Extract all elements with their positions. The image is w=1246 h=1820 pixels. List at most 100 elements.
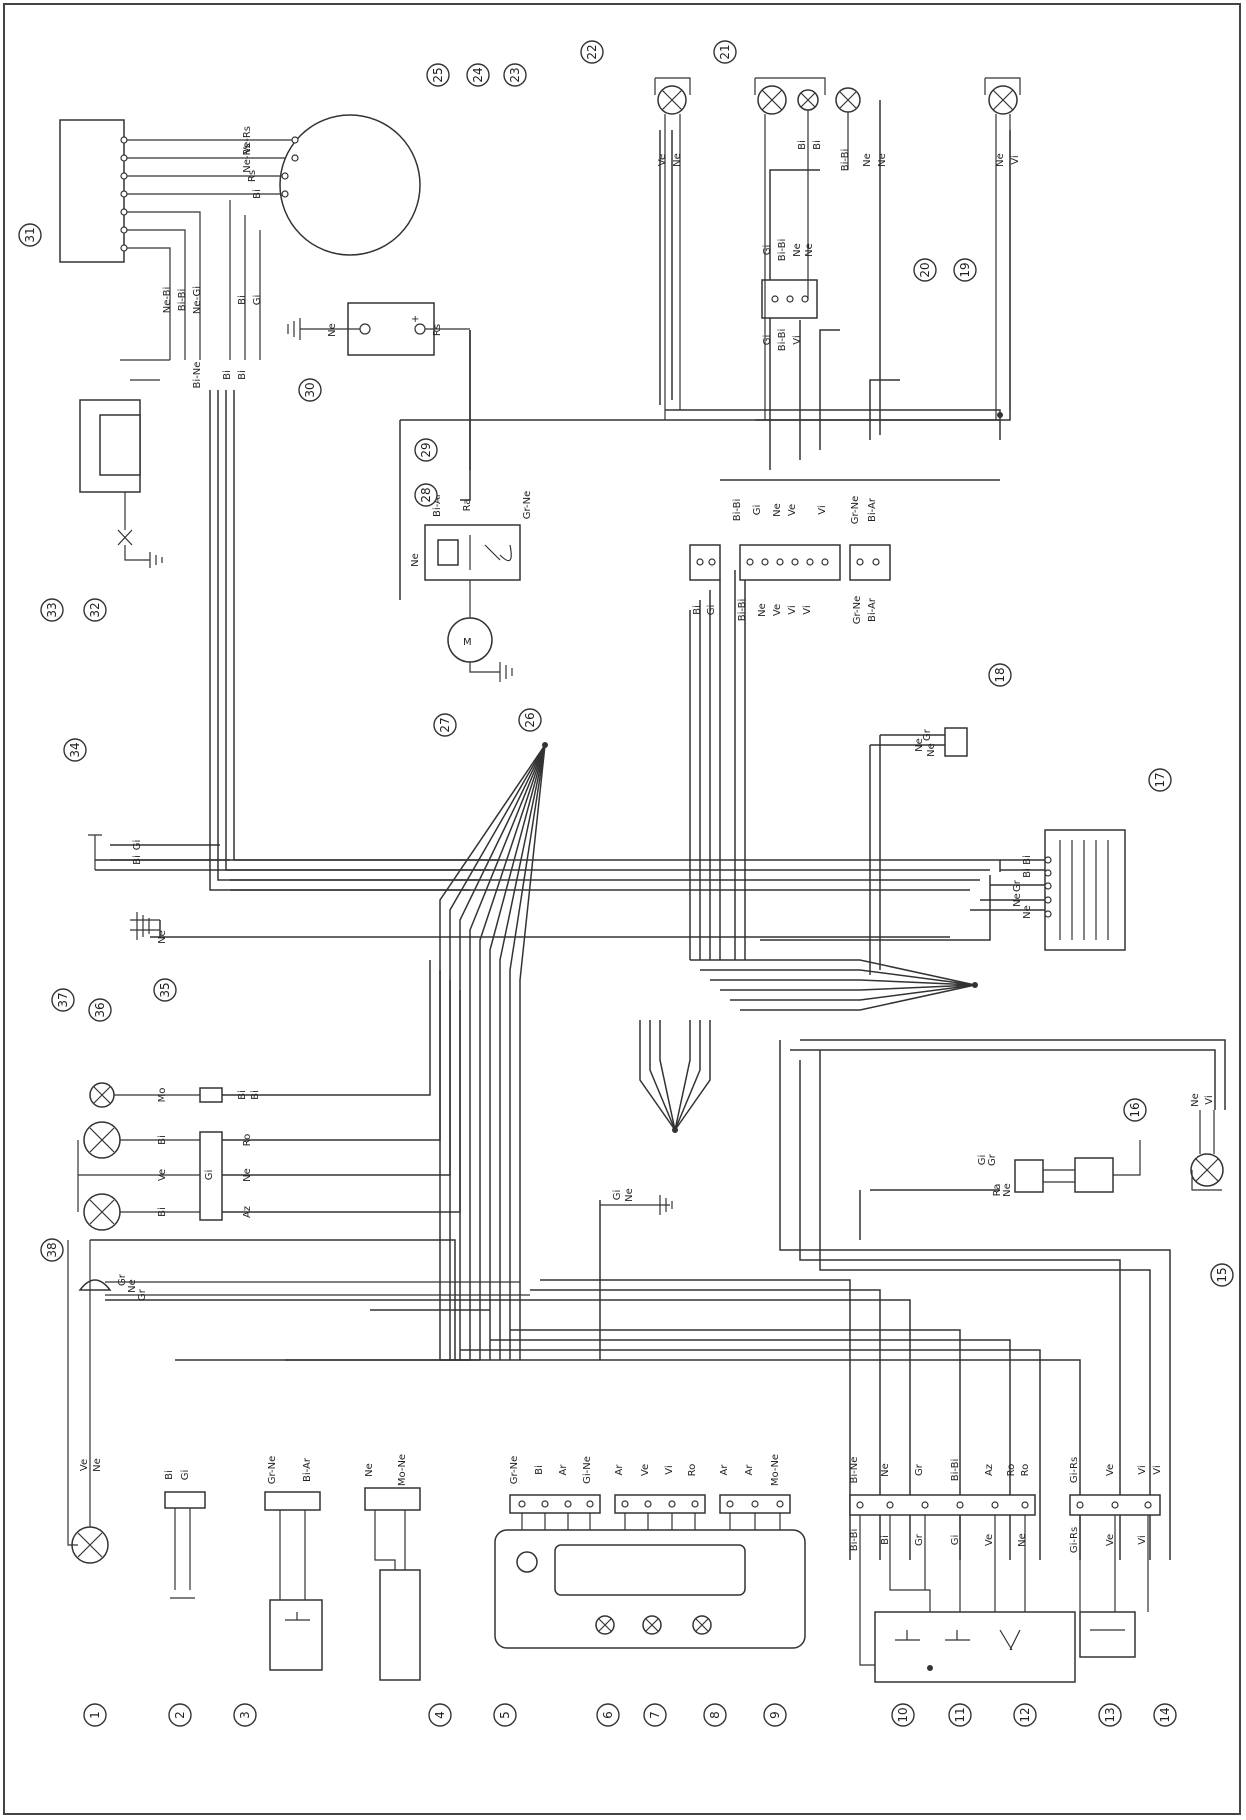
wire-label: Vi xyxy=(1137,1465,1148,1474)
callout-37: 37 xyxy=(51,988,75,1012)
top-lamp-frames xyxy=(654,77,1021,95)
cdi-terminals xyxy=(120,136,128,252)
central-connector-c xyxy=(849,544,891,581)
switch-cluster-leads xyxy=(859,1515,1149,1666)
wire-label: Ve xyxy=(984,1534,995,1546)
callout-32: 32 xyxy=(83,598,107,622)
wire-label: Vi xyxy=(792,335,803,344)
callout-16: 16 xyxy=(1123,1098,1147,1122)
wire-label: Gr-Ne xyxy=(852,596,863,624)
wire-label: Ve-Rs xyxy=(242,126,253,154)
wire-label: Bi-Bi xyxy=(777,239,788,262)
wire-label: Ne xyxy=(327,323,338,337)
wire-label: Bi-Bi xyxy=(840,149,851,172)
instrument-display xyxy=(554,1544,746,1596)
callout-38: 38 xyxy=(40,1238,64,1262)
spark-ground xyxy=(149,552,163,568)
wire-label: Gi xyxy=(762,335,773,346)
connector-3 xyxy=(264,1491,321,1511)
unit-4-leads xyxy=(374,1510,406,1570)
wire-label: Gr xyxy=(1012,879,1023,892)
alternator-terminals xyxy=(281,136,299,198)
wire-label: Ne xyxy=(804,243,815,257)
wire-label: Ne-Bi xyxy=(162,287,173,314)
wire-label: Ne xyxy=(242,1168,253,1182)
wire-label: Bi xyxy=(534,1465,545,1475)
right-connector-terminals xyxy=(856,1501,1152,1509)
wire-label: Gr-Ne xyxy=(850,496,861,524)
wire-label: Ne xyxy=(995,153,1006,167)
wire-label: Gi xyxy=(706,605,717,616)
top-right-connector-terminals xyxy=(771,295,809,303)
svg-text:26: 26 xyxy=(523,712,537,727)
callout-12: 12 xyxy=(1013,1703,1037,1727)
svg-text:21: 21 xyxy=(718,44,732,59)
svg-text:22: 22 xyxy=(585,44,599,59)
wire-label: Bi-Bi xyxy=(732,499,743,522)
svg-text:30: 30 xyxy=(303,382,317,397)
instrument-warning-lamps xyxy=(595,1615,712,1635)
wire-label: Bi-Ar xyxy=(867,597,878,622)
wire-label: Bi xyxy=(812,140,823,150)
wire-label: Bi xyxy=(797,140,808,150)
wire-label: Ne-Gi xyxy=(192,286,203,314)
unit-4 xyxy=(379,1569,421,1681)
svg-text:11: 11 xyxy=(953,1707,967,1722)
svg-text:24: 24 xyxy=(471,67,485,82)
wire-label: Bi-Ar xyxy=(432,492,443,517)
wire-label: Ve xyxy=(1105,1464,1116,1476)
callout-24: 24 xyxy=(466,63,490,87)
wire-label: Bi xyxy=(250,1090,261,1100)
callout-15: 15 xyxy=(1210,1263,1234,1287)
wire-label: Vi xyxy=(1137,1535,1148,1544)
wire-label: Bi xyxy=(157,1135,168,1145)
callout-34: 34 xyxy=(63,738,87,762)
wire-label: Ne xyxy=(157,930,168,944)
battery-ground xyxy=(287,318,470,340)
wire-label: Gi xyxy=(180,1470,191,1481)
callout-20: 20 xyxy=(913,258,937,282)
wire-label: Ne xyxy=(672,153,683,167)
lamp-37-bus xyxy=(77,1094,205,1213)
wire-label: Ne xyxy=(1012,893,1023,907)
svg-text:17: 17 xyxy=(1153,772,1167,787)
wire-label: Bi xyxy=(1022,855,1033,865)
wire-label: Gr xyxy=(987,1153,998,1166)
svg-text:2: 2 xyxy=(173,1711,187,1719)
connector-18 xyxy=(944,727,968,757)
wire-label: Gi xyxy=(204,1170,215,1181)
callout-29: 29 xyxy=(414,438,438,462)
wire-label: Ar xyxy=(614,1464,625,1476)
callout-22: 22 xyxy=(580,40,604,64)
lamp-22 xyxy=(657,85,687,115)
dash-connector-a xyxy=(509,1494,601,1514)
connector-36 xyxy=(199,1087,223,1103)
wire-label: Gi-Rs xyxy=(1069,1527,1080,1553)
wire-label: Mo-Ne xyxy=(770,1454,781,1486)
wire-label: Bi-Bi xyxy=(950,1459,961,1482)
battery-neg xyxy=(359,323,371,335)
node-center xyxy=(542,742,548,748)
svg-text:38: 38 xyxy=(45,1242,59,1257)
wire-label: Ne xyxy=(862,153,873,167)
svg-text:6: 6 xyxy=(601,1711,615,1719)
wire-label: Bi xyxy=(132,855,143,865)
switch-junction xyxy=(927,1665,933,1671)
wire-label: Mo xyxy=(157,1088,168,1103)
wire-label: Ve xyxy=(157,1169,168,1181)
wire-label: Gr xyxy=(117,1273,128,1286)
regulator-terminals xyxy=(1044,856,1052,918)
wire-label: Ve xyxy=(640,1464,651,1476)
lamp-36 xyxy=(89,1082,115,1108)
ground-35 xyxy=(130,912,160,940)
wire-label: Ve xyxy=(79,1459,90,1471)
wire-label: Ve xyxy=(787,504,798,516)
wire-label: Mo-Ne xyxy=(397,1454,408,1486)
callout-36: 36 xyxy=(88,998,112,1022)
wire-label: Gi xyxy=(252,295,263,306)
wire-label: Gi xyxy=(977,1155,988,1166)
svg-text:20: 20 xyxy=(918,262,932,277)
